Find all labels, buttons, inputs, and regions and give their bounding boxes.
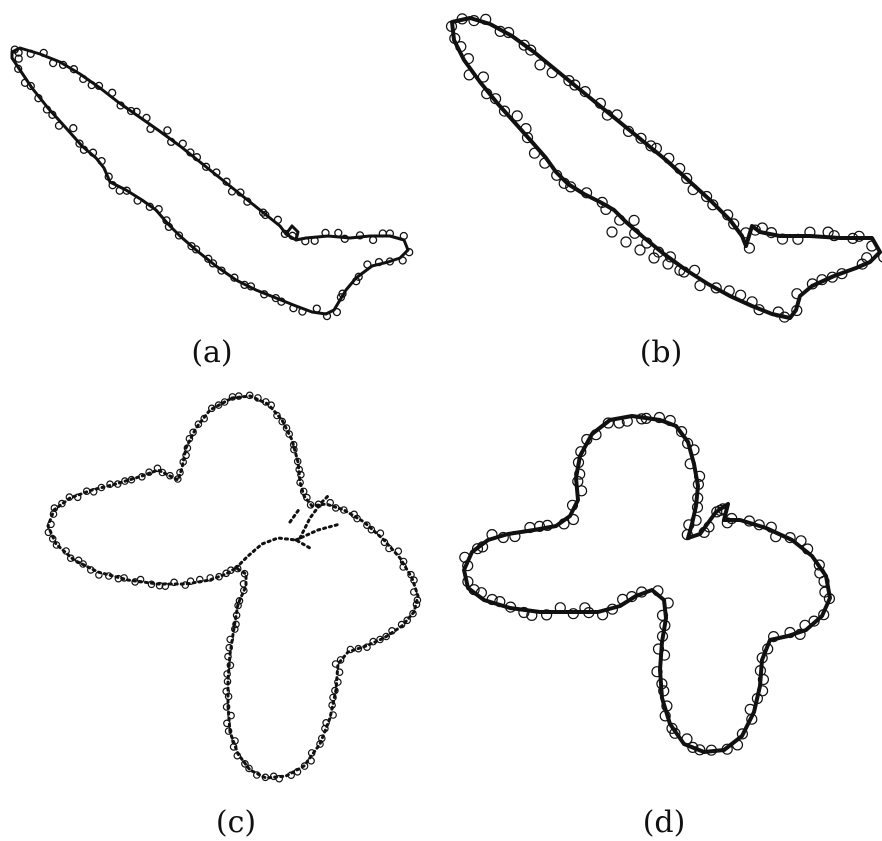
panel-b-label: (b): [640, 335, 683, 370]
sample-point-marker: [695, 281, 705, 291]
sample-point-marker: [395, 548, 401, 554]
sample-point-marker: [228, 712, 234, 718]
panel-c: (c): [45, 392, 420, 840]
panel-d-points: [460, 413, 835, 756]
sample-point-marker: [164, 127, 171, 134]
sample-point-marker: [530, 148, 540, 158]
sample-point-marker: [568, 515, 578, 525]
panel-d: (d): [460, 413, 835, 841]
panel-b: (b): [447, 14, 882, 370]
sample-point-marker: [512, 111, 522, 121]
sample-point-marker: [682, 734, 692, 744]
sample-point-marker: [370, 237, 377, 244]
sample-point-marker: [56, 122, 63, 129]
sample-point-marker: [70, 125, 77, 132]
sample-point-marker: [635, 245, 645, 255]
sample-point-marker: [744, 243, 754, 253]
panel-c-body: [236, 538, 310, 568]
sample-point-marker: [332, 661, 338, 667]
panel-c-contour: [48, 396, 418, 778]
sample-point-marker: [225, 653, 231, 659]
panel-d-contour: [464, 416, 830, 752]
sample-point-marker: [621, 237, 631, 247]
panel-a-label: (a): [191, 335, 232, 370]
sample-point-marker: [535, 60, 545, 70]
sample-point-marker: [313, 305, 320, 312]
panel-b-points: [447, 14, 882, 322]
sample-point-marker: [274, 216, 281, 223]
sample-point-marker: [364, 261, 371, 268]
sample-point-marker: [333, 309, 340, 316]
panel-a: (a): [11, 46, 412, 370]
sample-point-marker: [796, 536, 806, 546]
sample-point-marker: [109, 89, 116, 96]
panel-c-label: (c): [216, 805, 256, 840]
panel-d-label: (d): [643, 805, 686, 840]
panel-a-contour: [12, 48, 408, 314]
panel-c-points: [45, 392, 420, 782]
panel-b-contour: [452, 18, 880, 318]
sample-point-marker: [478, 72, 488, 82]
sample-point-marker: [179, 140, 186, 147]
sample-point-marker: [663, 259, 673, 269]
panel-a-points: [11, 46, 412, 320]
sample-point-marker: [607, 227, 617, 237]
sample-point-marker: [335, 229, 342, 236]
sample-point-marker: [399, 257, 406, 264]
sample-point-marker: [629, 215, 639, 225]
